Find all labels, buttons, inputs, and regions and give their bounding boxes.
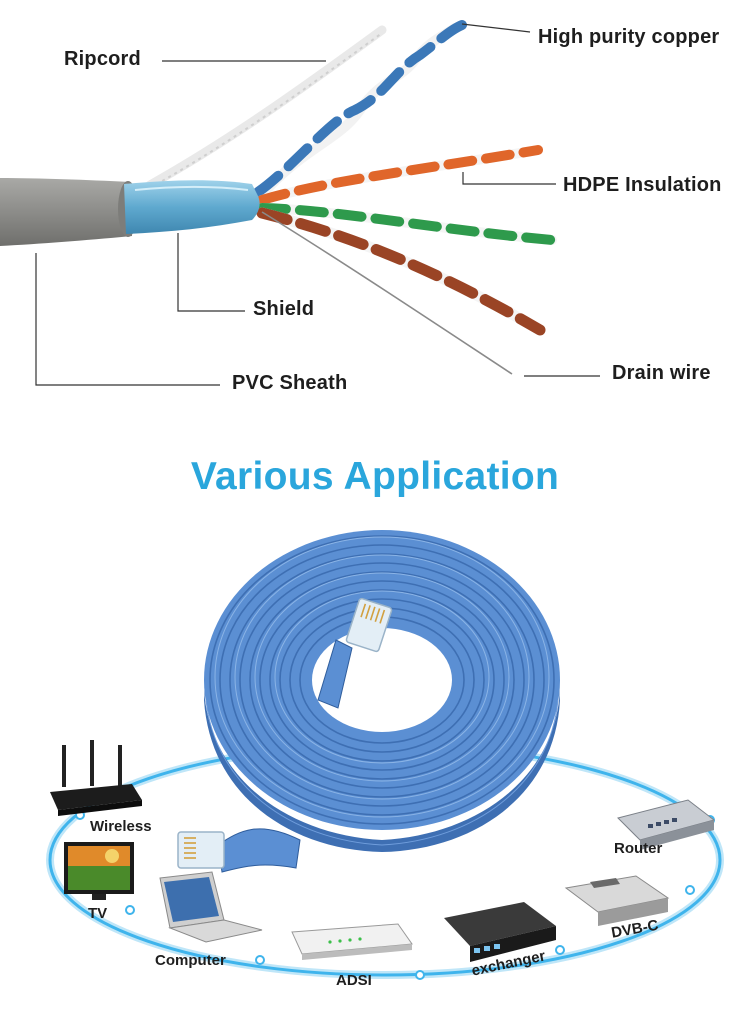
label-pvc-sheath: PVC Sheath — [232, 372, 348, 394]
laptop-device — [159, 871, 263, 943]
wireless-router-device — [50, 740, 142, 816]
dvbc-device — [564, 875, 670, 926]
orange-pair-orange — [257, 145, 543, 205]
leader-insulation — [462, 172, 556, 185]
label-adsi: ADSI — [336, 972, 372, 989]
rj45-plug-bottom — [177, 828, 301, 873]
leader-shield — [177, 233, 245, 312]
pvc-sheath — [0, 178, 132, 246]
brown-pair-brown — [256, 207, 546, 336]
foil-shield-highlight — [134, 186, 249, 191]
rj45-plug-top — [317, 597, 393, 709]
router-device — [617, 799, 716, 850]
leader-copper — [461, 23, 531, 33]
label-hdpe-insulation: HDPE Insulation — [563, 174, 722, 196]
green-pair-green — [257, 203, 557, 245]
label-computer: Computer — [155, 952, 226, 969]
foil-shield — [124, 180, 260, 234]
label-high-purity-copper: High purity copper — [538, 26, 720, 48]
exchanger-device — [444, 902, 556, 962]
label-wireless: Wireless — [90, 818, 152, 835]
ripcord-string-shadow — [149, 32, 383, 189]
ripcord-string — [145, 25, 387, 190]
adsi-device — [291, 923, 413, 960]
leader-lines — [35, 23, 600, 386]
label-tv: TV — [88, 905, 108, 922]
tv-device — [64, 842, 134, 900]
label-drain-wire: Drain wire — [612, 362, 711, 384]
label-ripcord: Ripcord — [64, 48, 141, 70]
leader-sheath — [35, 253, 220, 386]
label-router: Router — [614, 840, 663, 857]
flat-cable-coil — [204, 530, 560, 852]
section-title: Various Application — [190, 455, 560, 498]
label-shield: Shield — [253, 298, 315, 320]
cable-illustration — [0, 20, 600, 386]
drain-wire — [261, 211, 513, 375]
blue-pair-blue — [253, 20, 467, 197]
